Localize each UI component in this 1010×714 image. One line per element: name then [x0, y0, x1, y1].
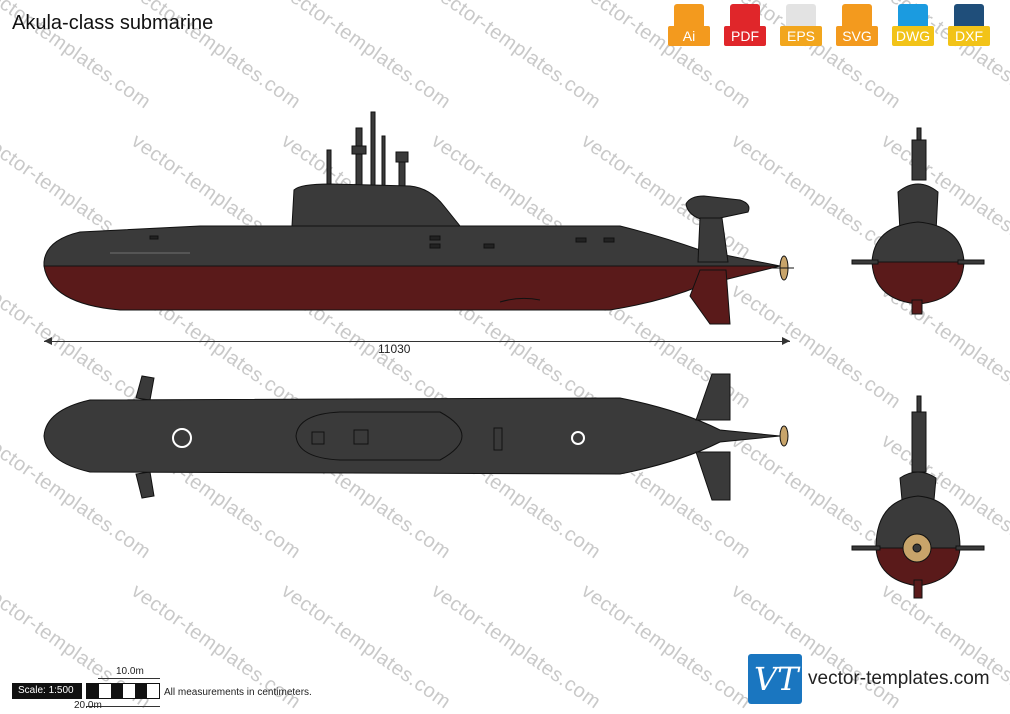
format-label: Ai: [668, 26, 710, 46]
format-label: DWG: [892, 26, 934, 46]
vt-logo-icon[interactable]: VT: [748, 654, 802, 704]
format-label: EPS: [780, 26, 822, 46]
format-dwg-button[interactable]: DWG: [892, 4, 934, 50]
front-hull-lower: [871, 261, 965, 305]
tail-fin-bottom: [695, 451, 731, 501]
hull-detail: [499, 297, 541, 303]
scale-label: Scale: 1:500: [12, 683, 82, 699]
scale-bottom-label: 20.0m: [74, 700, 102, 711]
length-dimension-line: [44, 336, 790, 348]
hatch: [429, 243, 441, 249]
sonar-strip: [110, 252, 190, 254]
lower-rudder: [689, 269, 731, 325]
format-svg-button[interactable]: SVG: [836, 4, 878, 50]
sail-outline: [295, 411, 463, 461]
top-view: [43, 373, 789, 501]
format-pdf-button[interactable]: PDF: [724, 4, 766, 50]
format-label: SVG: [836, 26, 878, 46]
format-label: PDF: [724, 26, 766, 46]
format-eps-button[interactable]: EPS: [780, 4, 822, 50]
front-hull-upper: [871, 221, 965, 263]
top-hull: [43, 397, 781, 475]
upper-hull: [43, 225, 781, 267]
hatch-circle-2: [571, 431, 585, 445]
page-title: Akula-class submarine: [12, 12, 214, 34]
mast-antenna-2: [381, 135, 386, 189]
mast-head: [351, 145, 367, 155]
mast-radar-head: [395, 151, 409, 163]
scale-legend: 10.0m Scale: 1:500 20.0m: [12, 664, 162, 714]
tail-fin-top: [695, 373, 731, 421]
mast-periscope: [355, 127, 363, 189]
hatch: [429, 235, 441, 241]
hatch: [603, 237, 615, 243]
side-view: [43, 111, 794, 325]
hatch: [483, 243, 495, 249]
lower-hull: [43, 265, 781, 311]
length-dimension-label: 11030: [378, 342, 411, 356]
hatch-circle: [172, 428, 192, 448]
rudder-pod: [685, 195, 750, 221]
mast-antenna: [370, 111, 376, 191]
hatch: [575, 237, 587, 243]
brand-link[interactable]: vector-templates.com: [808, 668, 990, 689]
rear-view: [851, 395, 985, 599]
format-label: DXF: [948, 26, 990, 46]
upper-rudder: [697, 217, 729, 263]
scale-bar: [86, 683, 160, 699]
format-badges: Ai PDF EPS SVG DWG DXF: [668, 4, 1008, 52]
fin-bottom: [135, 471, 155, 499]
scale-top-label: 10.0m: [116, 666, 144, 677]
format-dxf-button[interactable]: DXF: [948, 4, 990, 50]
sail: [291, 183, 462, 227]
measurements-note: All measurements in centimeters.: [164, 687, 312, 698]
front-view-top: [851, 127, 985, 315]
hatch: [149, 235, 159, 240]
format-ai-button[interactable]: Ai: [668, 4, 710, 50]
fin-top: [135, 375, 155, 401]
